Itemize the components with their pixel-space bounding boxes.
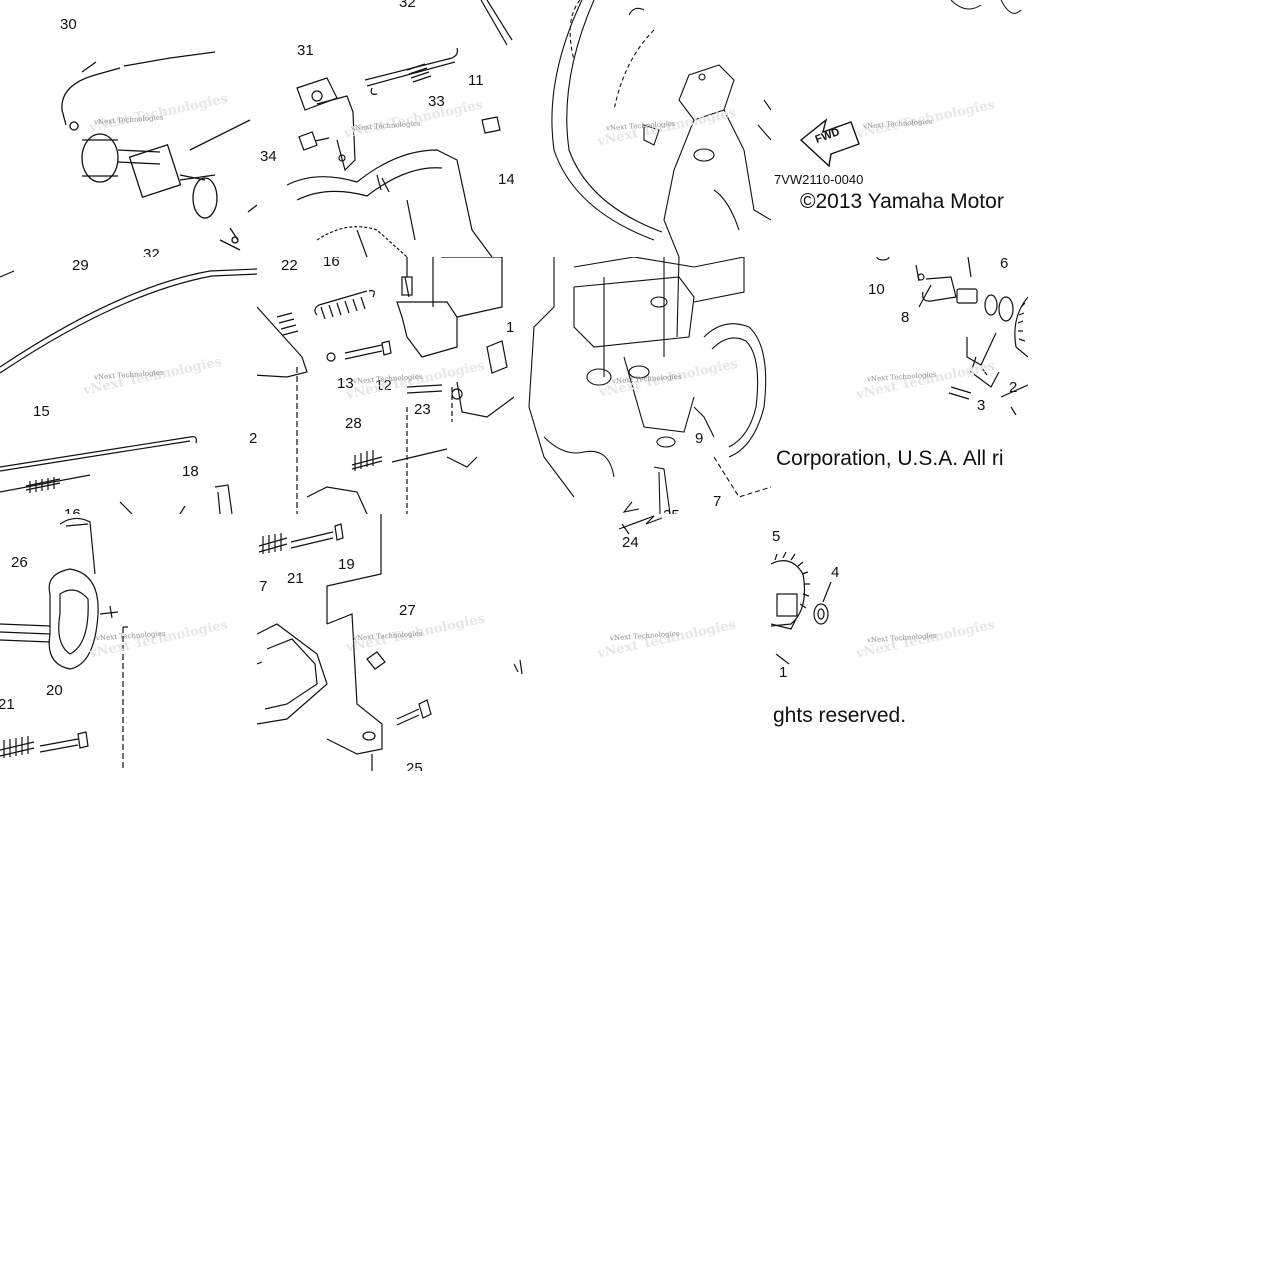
tile-drawing <box>257 257 514 514</box>
callout-7: 7 <box>713 493 722 510</box>
callout-13: 13 <box>337 375 354 392</box>
tile-drawing <box>514 515 663 675</box>
diagram-tile-clip: 24 vNext Technologies vNext Technologies <box>514 514 771 771</box>
tile-drawing <box>0 268 257 514</box>
diagram-tile-throttle-cable: 30 32 vNext Technologies vNext Technolog… <box>0 0 257 257</box>
callout-12: 12 <box>375 377 392 394</box>
callout-24: 24 <box>622 534 639 551</box>
callout-32: 32 <box>399 0 416 11</box>
callout-29: 29 <box>72 257 89 274</box>
callout-16: 16 <box>323 257 340 270</box>
callout-1: 1 <box>779 664 788 681</box>
callout-2-partial: 2 <box>249 430 257 447</box>
callout-31: 31 <box>297 42 314 59</box>
callout-25-partial: 25 <box>663 507 680 514</box>
callout-4: 4 <box>831 564 840 581</box>
callout-26: 26 <box>11 554 28 571</box>
tile-drawing <box>0 517 128 771</box>
diagram-tile-crankcase: 9 7 25 vNext Technologies vNext Technolo… <box>514 257 771 514</box>
fwd-arrow-icon <box>799 0 1022 168</box>
callout-9: 9 <box>695 430 704 447</box>
callout-27: 27 <box>399 602 416 619</box>
tile-drawing <box>551 0 771 257</box>
diagram-tile-governor-lever: 22 13 12 23 28 16 17 vNext Technologies … <box>257 257 514 514</box>
callout-5: 5 <box>772 528 781 545</box>
callout-30: 30 <box>60 16 77 33</box>
callout-32-partial: 32 <box>143 246 160 257</box>
diagram-tile-legend: FWD 7VW2110-0040 ©2013 Yamaha Motor vNex… <box>771 0 1028 257</box>
diagram-tile-gear-parts: 10 6 8 2 3 Corporation, U.S.A. All ri vN… <box>771 257 1028 514</box>
callout-18: 18 <box>182 463 199 480</box>
callout-16-partial: 16 <box>64 506 81 514</box>
drawing-code: 7VW2110-0040 <box>774 172 864 187</box>
copyright-line-3: ghts reserved. <box>773 704 907 727</box>
callout-6: 6 <box>1000 257 1009 272</box>
tile-drawing <box>876 257 1028 416</box>
callout-25: 25 <box>406 760 423 771</box>
tile-drawing <box>286 0 513 257</box>
callout-22: 22 <box>281 257 298 274</box>
callout-3: 3 <box>977 397 986 414</box>
callout-33: 33 <box>428 93 445 110</box>
callout-20: 20 <box>46 682 63 699</box>
callout-11: 11 <box>468 72 484 89</box>
callout-34: 34 <box>260 148 277 165</box>
tile-drawing <box>61 51 257 251</box>
diagram-tile-governor-gear: 5 4 1 ghts reserved. vNext Technologies … <box>771 514 1028 771</box>
callout-14: 14 <box>498 171 514 188</box>
diagram-tile-flywheel-housing: vNext Technologies vNext Technologies <box>514 0 771 257</box>
diagram-tile-lower-bracket: 21 19 7 27 25 vNext Technologies vNext T… <box>257 514 514 771</box>
tile-drawing <box>771 551 832 665</box>
callout-21: 21 <box>287 570 304 587</box>
callout-8: 8 <box>901 309 910 326</box>
tile-drawing <box>528 257 771 514</box>
callout-19: 19 <box>338 556 355 573</box>
tile-drawing <box>257 514 432 771</box>
copyright-line-2: Corporation, U.S.A. All ri <box>776 447 1004 470</box>
callout-21-left: 21 <box>0 696 15 713</box>
diagram-tile-cables: 29 15 18 2 16 vNext Technologies vNext T… <box>0 257 257 514</box>
callout-2: 2 <box>1009 379 1018 396</box>
callout-17: 17 <box>506 319 514 336</box>
callout-15: 15 <box>33 403 50 420</box>
diagram-tile-diaphragm: 26 20 21 vNext Technologies vNext Techno… <box>0 514 257 771</box>
callout-23: 23 <box>414 401 431 418</box>
callout-28: 28 <box>345 415 362 432</box>
callout-7-left: 7 <box>259 578 268 595</box>
diagram-tile-governor-bracket: 32 31 33 11 34 14 vNext Technologies vNe… <box>257 0 514 257</box>
callout-10: 10 <box>868 281 885 298</box>
copyright-line-1: ©2013 Yamaha Motor <box>800 190 1004 213</box>
